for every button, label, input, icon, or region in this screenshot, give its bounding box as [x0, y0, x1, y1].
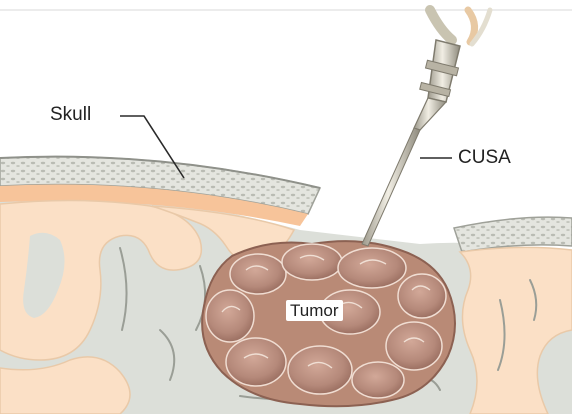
skull-label: Skull — [50, 105, 91, 124]
skull-bone-right — [454, 217, 572, 252]
tumor-label: Tumor — [286, 300, 343, 321]
cusa-label: CUSA — [458, 148, 511, 167]
tumor-mass — [202, 241, 455, 406]
cusa-instrument — [362, 10, 490, 246]
